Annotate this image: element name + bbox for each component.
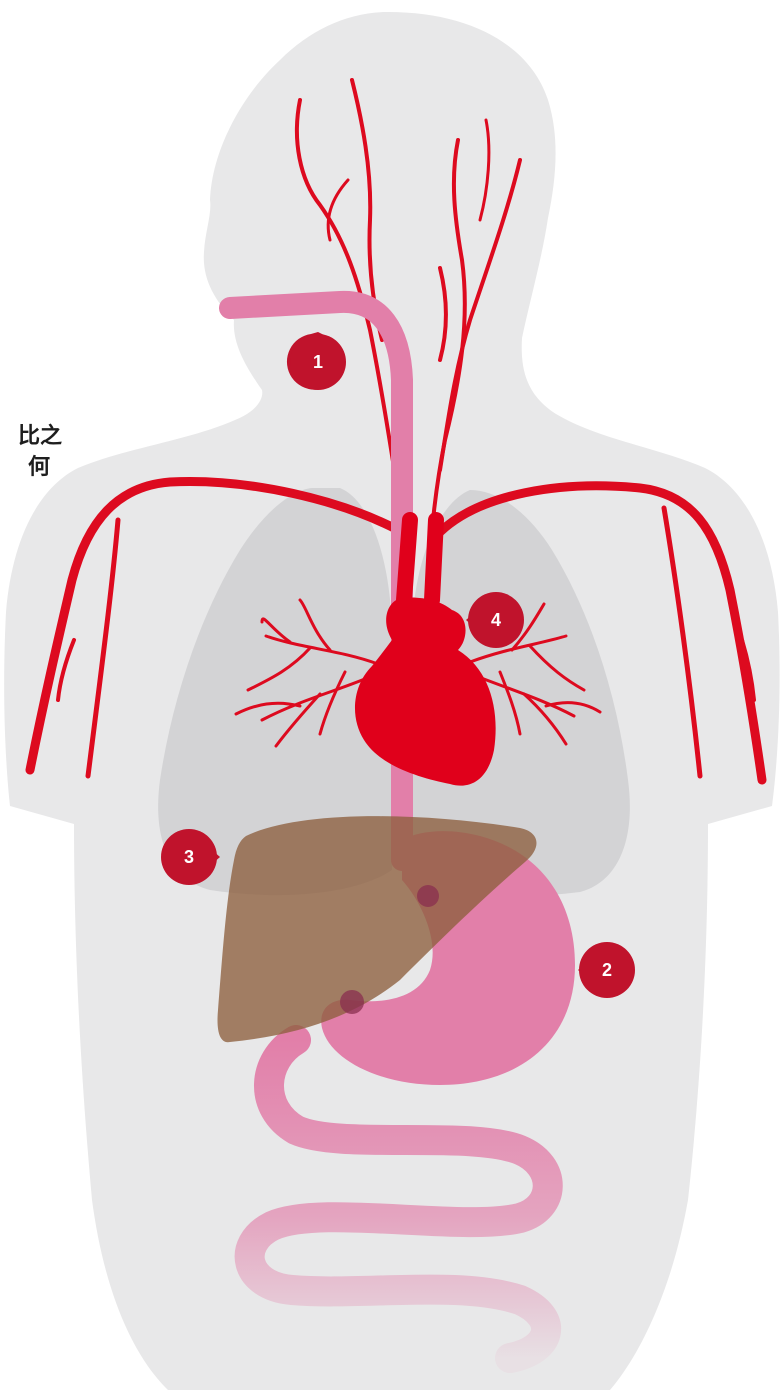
marker-3-label: 3 <box>184 847 194 867</box>
marker-2-label: 2 <box>602 960 612 980</box>
stomach-joint-lower <box>340 990 364 1014</box>
marker-1-label: 1 <box>313 352 323 372</box>
marker-4-label: 4 <box>491 610 501 630</box>
stomach-joint-upper <box>417 885 439 907</box>
